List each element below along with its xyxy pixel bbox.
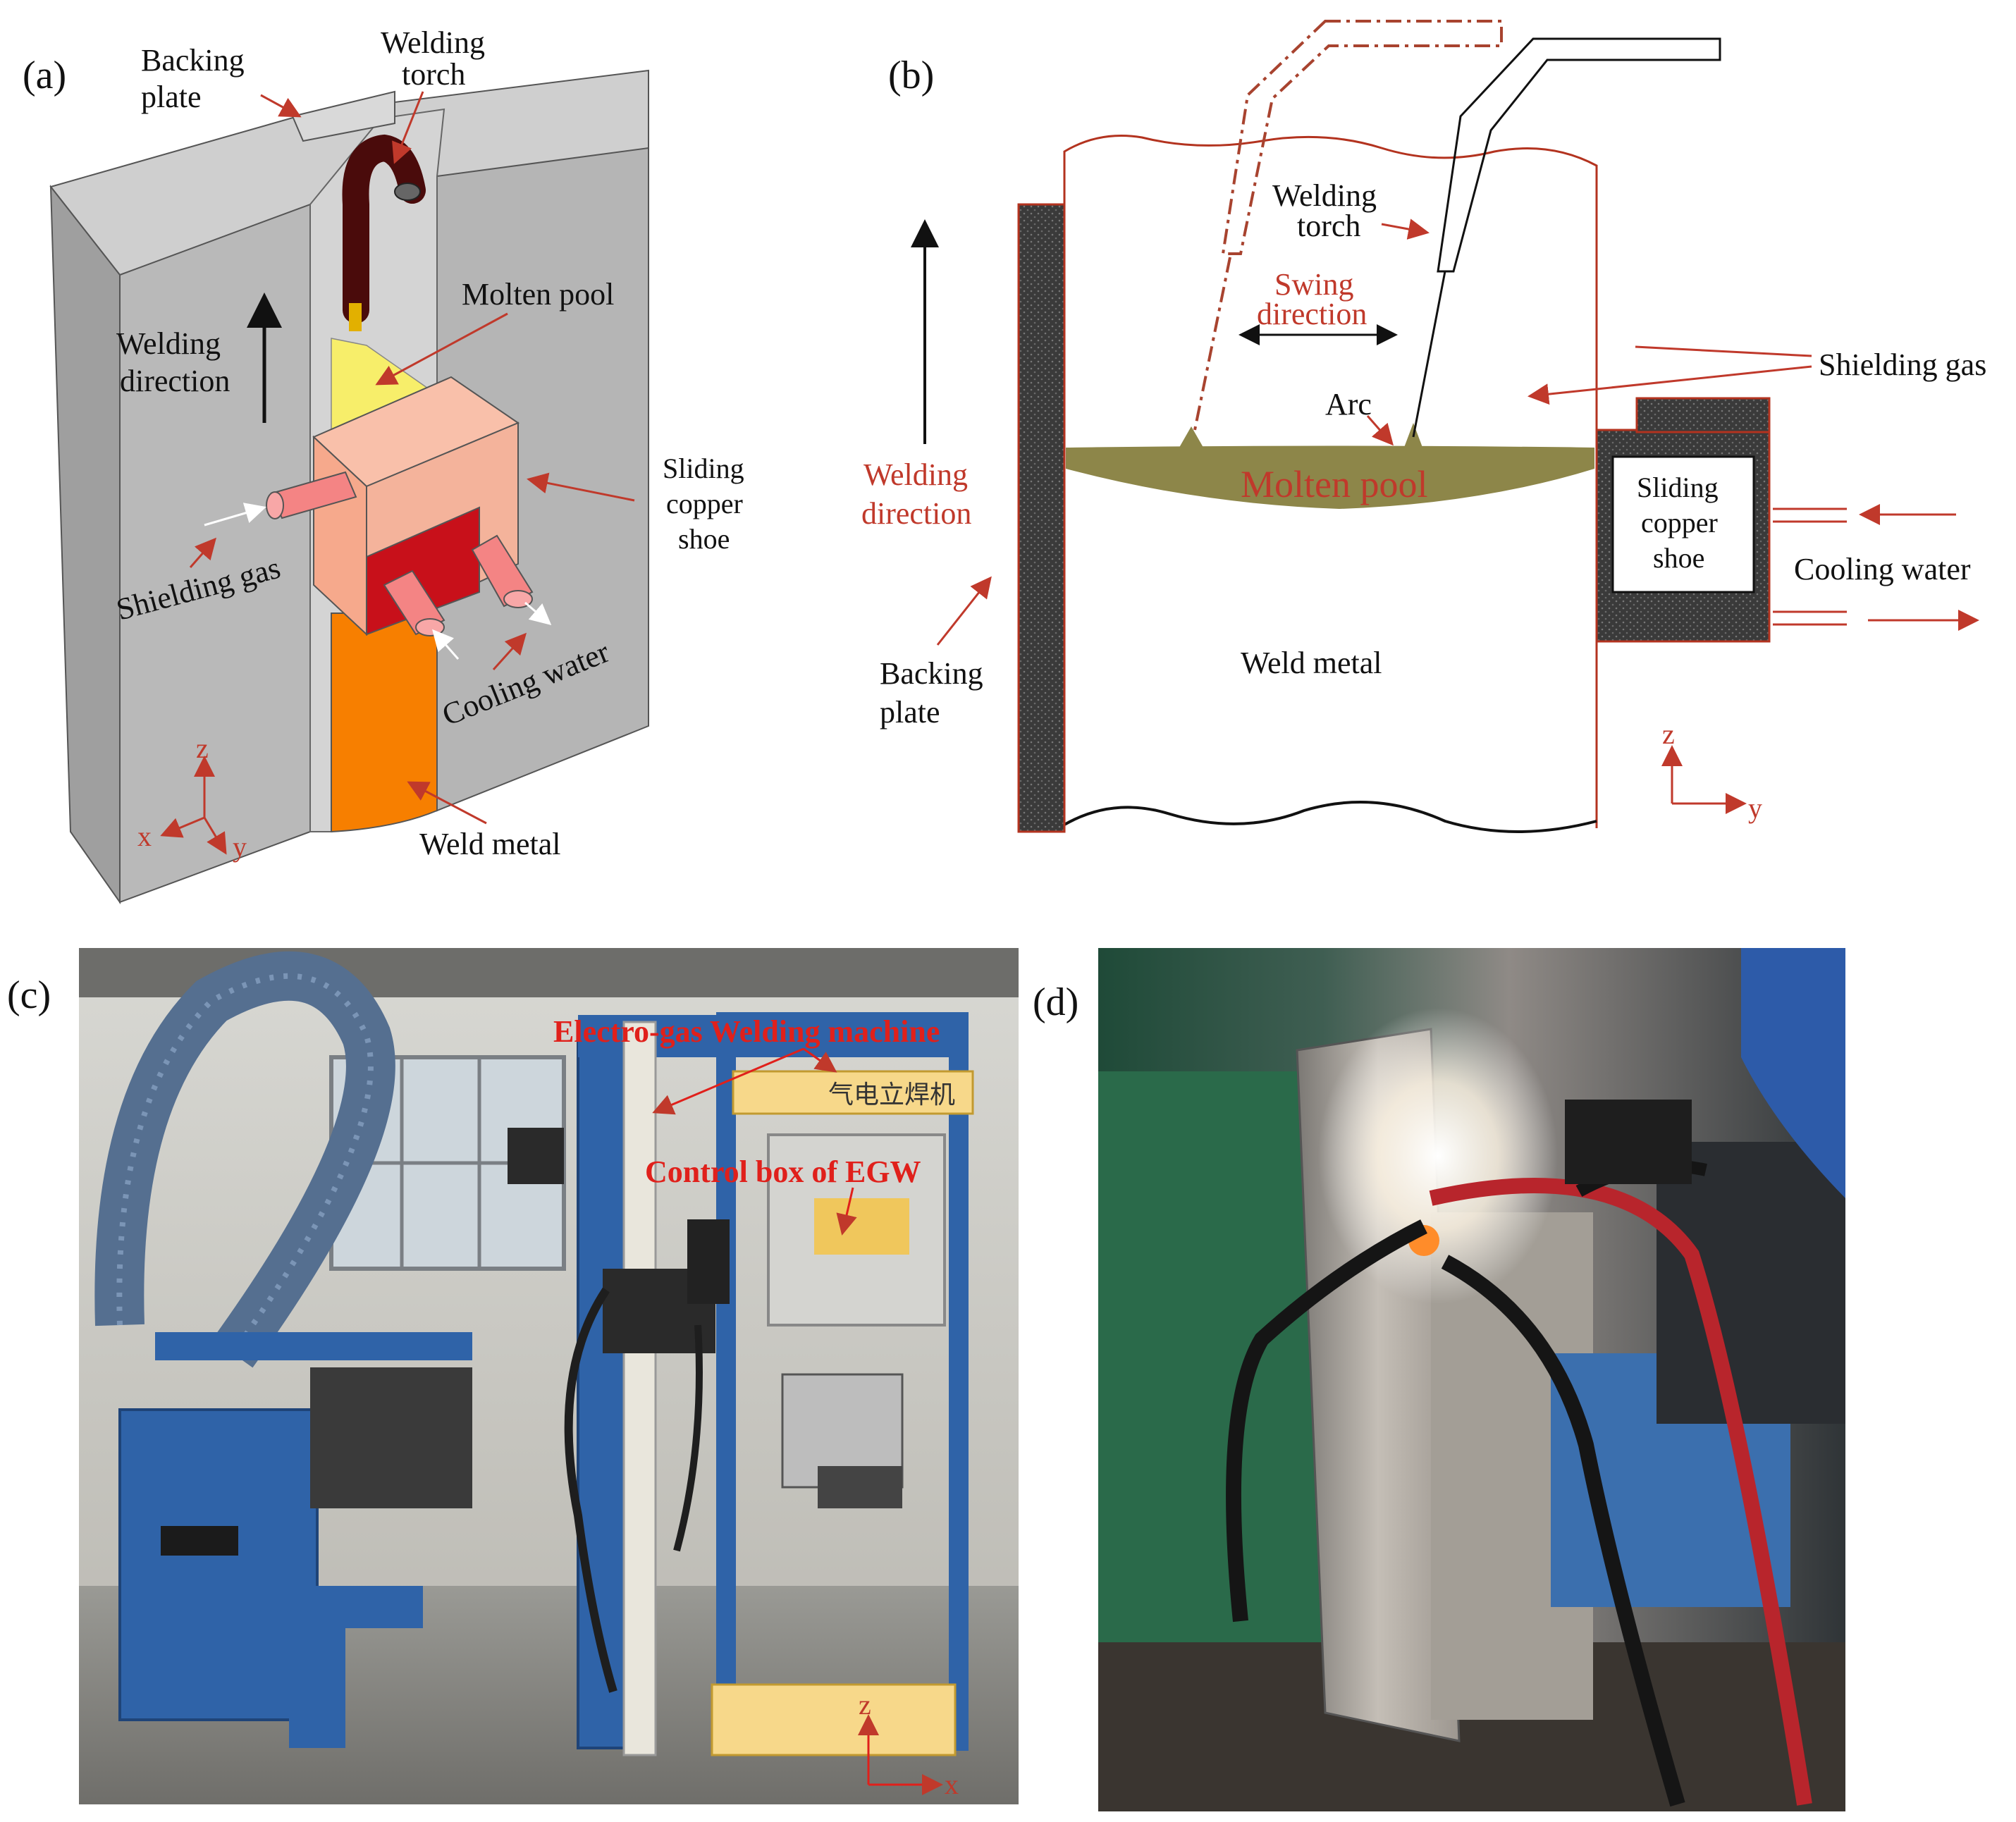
label-sliding-2: copper [666,488,743,519]
label-backing-plate-1: Backing [141,43,245,78]
weld-metal-orange [331,613,438,833]
backing-plate [1017,203,1066,833]
label-weld-metal: Weld metal [419,827,561,861]
b-label-backing-plate-2: plate [880,695,940,730]
axis-a-y [203,817,227,855]
torch-solid-wire [1412,271,1446,438]
b-axis-y-label: y [1748,792,1762,824]
label-welding-direction-1: Welding [116,326,221,361]
arrow-sliding-copper-shoe [527,472,635,502]
panel-b: (b) Welding torch Swing direction Arc Mo… [861,20,1986,833]
label-welding-torch-1: Welding [381,25,485,60]
label-control-box: Control box of EGW [645,1155,921,1189]
b-label-sliding-1: Sliding [1637,472,1719,503]
workpiece-bottom-wave [1064,801,1597,833]
b-label-swing-2: direction [1257,297,1367,331]
arrow-molten-pool [375,312,508,386]
b-label-weld-metal: Weld metal [1241,646,1382,680]
panel-a: (a) [23,25,744,905]
b-label-welding-direction-1: Welding [863,457,968,492]
welding-torch [342,134,426,324]
molten-pool-shape [1066,445,1594,509]
arrow-cooling-water-in [432,629,460,660]
b-gas-line-2 [1528,365,1812,405]
panel-a-tag: (a) [23,54,66,97]
arrow-cooling-water-red [492,632,527,671]
panel-c-tag: (c) [7,973,51,1017]
arrow-cooling-water-out [524,601,552,625]
b-label-molten-pool: Molten pool [1241,463,1428,505]
label-sliding-1: Sliding [663,453,744,484]
label-welding-torch-2: torch [402,57,465,92]
arrow-weld-metal [407,781,487,825]
b-gas-line-1 [1635,345,1812,357]
b-label-sliding-3: shoe [1653,542,1704,574]
axis-a-z-label: z [196,732,209,764]
torch-solid [1437,37,1721,273]
axis-a-y-label: y [233,831,247,863]
arrow-backing-plate [260,94,302,118]
panel-b-tag: (b) [888,54,934,97]
arrow-shielding-gas-red [189,537,216,568]
shielding-gas-pipe [266,471,357,519]
b-copper-shoe-inner [1611,455,1755,593]
plate-left-face [49,184,121,905]
b-label-cooling-water: Cooling water [1794,552,1971,586]
plate-front-left [119,203,311,904]
torch-dashed-wire [1193,257,1231,431]
torch-dashed [1221,20,1503,255]
workpiece-outline [1063,135,1598,828]
arrow-shielding-gas-white [204,503,266,527]
b-axis-z-label: z [1662,718,1675,750]
b-label-sliding-2: copper [1641,507,1718,538]
b-label-shielding-gas: Shielding gas [1819,347,1986,382]
photo-c: 气电立焊机 Electro-gas Welding machine Contro… [79,948,1019,1804]
label-molten-pool: Molten pool [462,277,614,312]
label-backing-plate-2: plate [141,80,202,114]
c-axis-x-label: x [945,1768,959,1800]
b-label-backing-plate-1: Backing [880,656,983,691]
b-label-welding-torch-1: Welding [1272,178,1377,213]
b-copper-shoe-cap [1635,397,1771,433]
axis-a-x-label: x [137,820,152,852]
label-welding-direction-2: direction [120,364,230,398]
machine-sign [732,1070,974,1115]
panel-d: (d) [1033,948,1845,1811]
machine-sign-text: 气电立焊机 [828,1081,955,1109]
panel-d-tag: (d) [1033,980,1078,1024]
panel-c: (c) 气电立焊机 [7,948,1019,1804]
torch-tip [349,303,362,331]
b-arrow-backing-plate [936,576,992,646]
arc-dashed-peak [1177,426,1205,451]
axis-a-x [160,816,205,838]
label-electro-gas-machine: Electro-gas Welding machine [553,1014,940,1049]
b-label-swing-1: Swing [1274,267,1353,302]
b-label-arc: Arc [1325,387,1372,421]
b-label-welding-torch-2: torch [1297,209,1360,243]
b-arrow-arc [1366,415,1394,446]
arrow-welding-torch [392,91,424,164]
c-axis-z-label: z [859,1689,871,1721]
photo-d [1098,948,1845,1811]
b-arrow-welding-torch [1381,218,1430,240]
b-label-welding-direction-2: direction [861,496,971,531]
backing-plate-top [291,90,395,142]
label-sliding-3: shoe [678,523,730,555]
torch-nozzle-end [394,183,421,201]
